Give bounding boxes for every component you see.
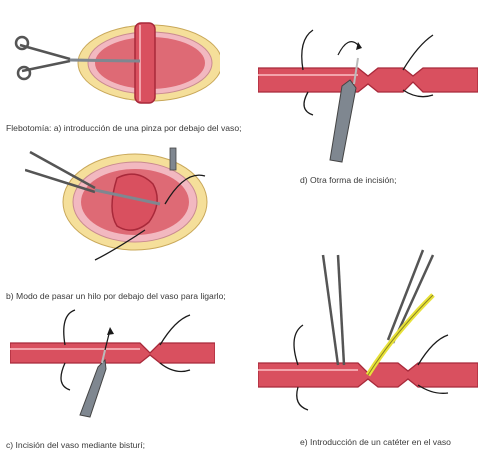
illustration-c: [10, 309, 215, 418]
forceps-e-right: [386, 249, 435, 344]
caption-c: c) Incisión del vaso mediante bisturí;: [6, 440, 145, 450]
forceps-b: [25, 150, 161, 206]
illustration-a: [14, 22, 220, 104]
illustration-d: [258, 29, 478, 163]
scalpel-d: [329, 57, 359, 163]
panel-a-forceps-under-vessel: [10, 15, 220, 110]
panel-c-scalpel-incision: [10, 305, 215, 425]
caption-d: d) Otra forma de incisión;: [300, 175, 397, 185]
caption-b: b) Modo de pasar un hilo por debajo del …: [6, 291, 226, 301]
thread-e: [293, 324, 449, 411]
vessel-c: [10, 342, 215, 364]
vessel-loop-b: [111, 173, 158, 231]
panel-d-alternative-incision: [258, 20, 478, 165]
panel-b-thread-under-vessel: [25, 140, 215, 265]
illustration-b: [25, 147, 208, 261]
caption-a: Flebotomía: a) introducción de una pinza…: [6, 123, 242, 133]
thread-d: [301, 29, 434, 116]
caption-e: e) Introducción de un catéter en el vaso: [300, 437, 451, 447]
arrowhead-c: [107, 327, 114, 335]
panel-e-catheter-insertion: [258, 245, 478, 415]
thread-b: [94, 174, 206, 261]
illustration-e: [258, 249, 478, 411]
forceps-e-left: [321, 254, 346, 366]
arrowhead-d: [356, 42, 362, 50]
scalpel-c: [79, 349, 107, 418]
vessel-d: [258, 67, 478, 93]
thread-c: [60, 309, 191, 391]
forceps-a: [14, 35, 141, 81]
vessel-a: [134, 22, 156, 104]
arrow-d: [337, 41, 359, 56]
